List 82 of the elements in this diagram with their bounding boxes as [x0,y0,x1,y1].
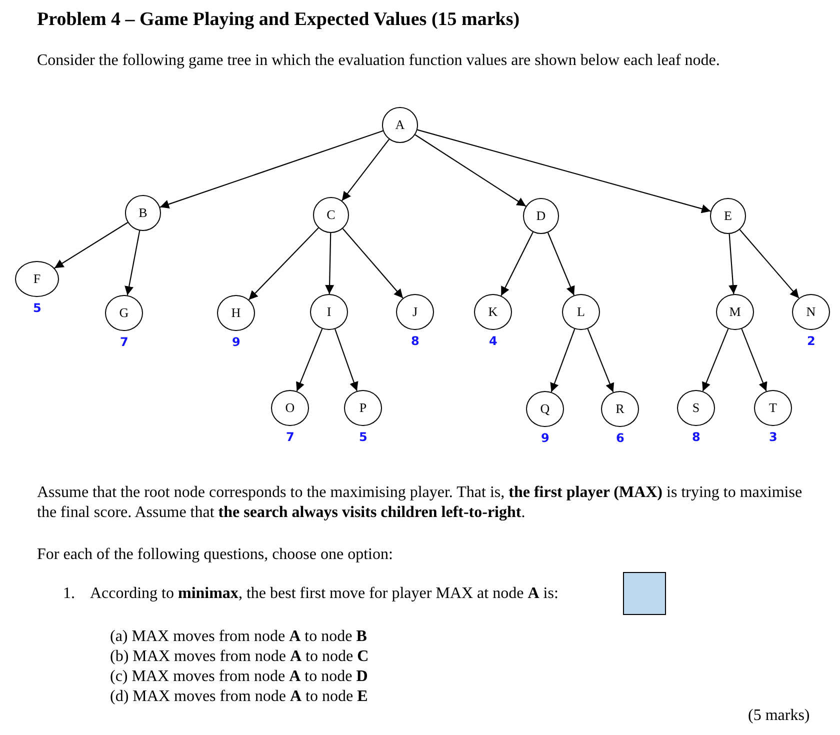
tree-node [474,294,512,330]
paragraph: For each of the following questions, choose one option: [37,545,394,565]
node-label: M [729,304,741,320]
leaf-value: 4 [489,334,498,348]
tree-node [677,390,715,426]
node-label: O [285,400,295,416]
arrow [587,328,614,392]
leaf-value: 8 [692,430,700,444]
arrow [342,228,404,298]
arrow [500,232,534,296]
node-label: P [359,400,367,416]
leaf-value: 3 [769,430,778,444]
arrow [54,222,128,269]
tree-node [710,198,746,234]
tree-node [396,294,434,330]
leaf-value: 5 [33,301,42,315]
node-label: C [326,207,336,223]
tree-node [217,295,255,331]
leaf-value: 5 [359,430,368,444]
option-text: (c) MAX moves from node A to node D [110,667,368,687]
node-label: F [33,271,41,287]
tree-node [382,107,418,143]
paragraph: Consider the following game tree in which the evaluation function values are shown below each leaf node. [37,51,721,71]
node-label: R [616,401,624,417]
node-label: D [536,208,546,224]
arrow [414,134,526,207]
tree-node [313,197,349,233]
arrow [342,138,390,202]
tree-node [310,294,348,330]
arrow [296,328,323,392]
arrow [160,130,384,208]
leaf-value: 6 [616,431,624,445]
leaf-value: 7 [120,335,128,349]
arrow [124,230,140,296]
tree-node [105,295,143,331]
leaf-value: 9 [541,431,550,445]
arrow [550,328,576,392]
tree-node [523,198,559,234]
arrow [248,228,319,300]
tree-node [792,294,830,330]
tree-node [344,390,382,426]
tree-node [271,390,309,426]
heading: Problem 4 – Game Playing and Expected Values (15 marks) [37,8,520,32]
node-label: J [412,304,418,320]
marks-note: (5 marks) [748,706,810,726]
option-text: (b) MAX moves from node A to node C [110,647,369,667]
question-number: 1. [63,584,75,604]
option-text: (d) MAX moves from node A to node E [110,687,368,707]
arrow [741,328,768,392]
leaf-value: 9 [232,335,240,349]
node-label: E [724,208,732,224]
tree-node [125,195,161,231]
leaf-value: 7 [286,430,294,444]
node-label: H [231,305,241,321]
arrow [739,229,800,298]
node-label: B [138,205,148,221]
arrow [547,232,575,296]
arrow [702,328,729,392]
tree-node [526,391,564,427]
node-label: N [806,304,816,320]
leaf-value: 8 [411,334,420,348]
leaf-value: 2 [807,334,816,348]
tree-node [15,261,59,297]
node-label: L [577,304,585,320]
arrow [334,328,358,392]
paragraph: Assume that the root node corresponds to the maximising player. That is, the first player (MAX) is trying to maximise the final score. Assume that the search always visits children left-to-right. [37,483,804,523]
node-label: A [395,117,405,133]
arrow [417,129,711,214]
arrow [325,232,334,294]
node-label: T [769,400,777,416]
node-label: Q [540,401,550,417]
tree-node [716,294,754,330]
node-label: S [692,400,700,416]
node-label: G [119,305,129,321]
option-text: (a) MAX moves from node A to node B [110,627,367,647]
arrow [728,234,738,294]
node-label: I [326,304,332,320]
tree-node [601,391,639,427]
tree-node [562,294,600,330]
node-label: K [488,304,498,320]
question-text: According to minimax, the best first move for player MAX at node A is: [90,584,558,604]
tree-node [754,390,792,426]
